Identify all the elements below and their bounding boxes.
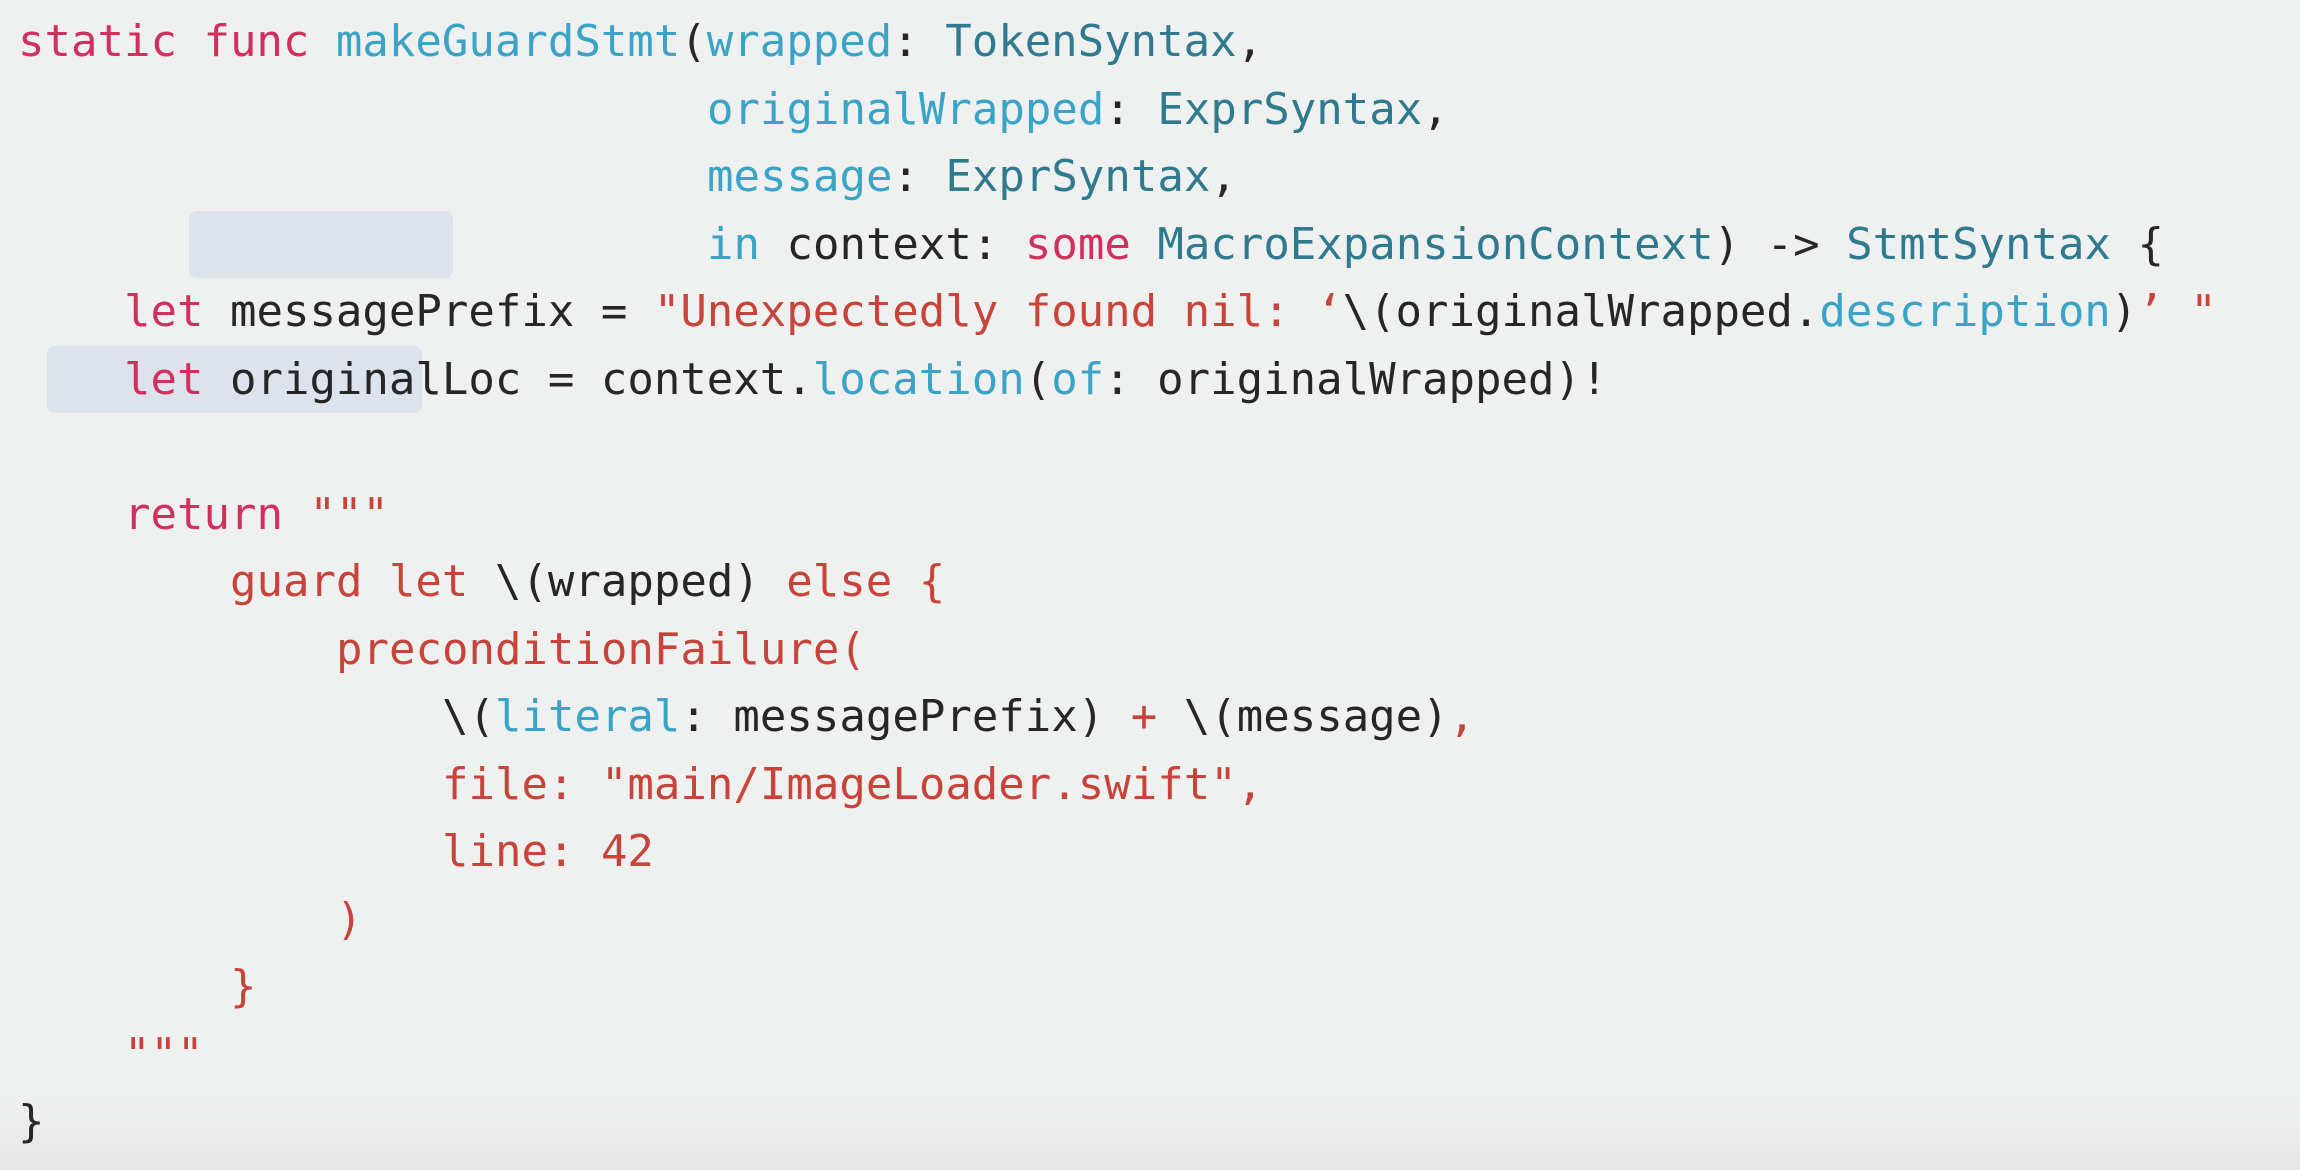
code-token-plain [177,16,204,67]
code-line[interactable]: line: 42 [442,818,654,886]
code-token-plain: : originalWrapped)! [1104,353,1608,405]
code-line[interactable]: } [230,953,257,1021]
code-token-string: file: "main/ImageLoader.swift", [442,758,1264,810]
code-token-plain: \(message) [1183,691,1449,742]
code-token-parameter: description [1819,286,2111,337]
code-token-keyword: static [18,16,177,67]
code-token-parameter: of [1051,353,1105,405]
code-token-parameter: wrapped [706,16,893,67]
code-token-keyword: some [1024,218,1131,270]
code-token-plain [283,489,310,540]
code-token-parameter: location [812,353,1025,405]
code-token-string: + [1104,691,1184,742]
code-token-plain [309,16,336,67]
code-line[interactable]: \(literal: messagePrefix) + \(message), [442,683,1475,751]
code-token-plain: , [1236,16,1264,67]
code-token-keyword: func [203,16,310,67]
code-token-plain: { [2111,218,2165,270]
code-token-plain: \( [442,691,495,742]
code-token-plain: : [892,16,946,67]
code-token-type: ExprSyntax [945,151,1211,202]
code-line[interactable]: return """ [124,481,389,549]
code-token-plain: ) [2110,286,2138,337]
code-token-string: """ [309,488,389,540]
code-line[interactable]: ) [336,886,363,954]
selection-highlight [188,210,453,278]
code-token-plain: ( [680,16,707,67]
code-token-string: line: 42 [442,826,654,877]
code-token-string: guard let [230,556,495,607]
selection-highlight [46,345,423,413]
code-token-plain: \(originalWrapped. [1342,286,1820,337]
code-token-plain: ) -> [1713,218,1847,270]
code-token-plain: : messagePrefix) [680,691,1105,742]
code-token-plain: : [1104,83,1158,135]
code-token-string: } [230,961,257,1012]
code-token-plain: , [1422,83,1449,135]
code-line[interactable]: originalWrapped: ExprSyntax, [707,76,1449,144]
code-token-type: StmtSyntax [1846,218,2112,270]
code-token-plain: , [1210,151,1237,202]
code-line[interactable]: } [18,1088,45,1156]
code-token-parameter: makeGuardStmt [335,16,681,67]
code-token-string: "Unexpectedly found nil: ‘ [653,286,1343,337]
code-line[interactable]: """ [124,1021,203,1089]
code-token-plain: messagePrefix = [203,286,654,337]
code-token-parameter: message [707,151,893,202]
code-token-keyword: return [124,488,283,540]
code-line[interactable]: static func makeGuardStmt(wrapped: Token… [18,8,1263,76]
code-token-string: """ [124,1028,204,1080]
code-line[interactable]: let originalLoc = context.location(of: o… [124,346,1608,414]
code-token-string: ) [336,893,363,945]
code-line[interactable]: guard let \(wrapped) else { [230,548,945,616]
code-token-plain [1131,219,1158,270]
code-token-plain: } [18,1096,45,1147]
code-token-string: ’ " [2137,286,2217,337]
code-line[interactable]: file: "main/ImageLoader.swift", [442,751,1263,819]
code-token-type: ExprSyntax [1157,83,1423,135]
code-token-type: TokenSyntax [945,16,1237,67]
code-token-parameter: in [707,218,760,270]
code-token-type: MacroExpansionContext [1157,218,1714,270]
code-token-string: else { [759,556,946,607]
code-token-string: , [1448,691,1476,742]
code-token-parameter: literal [494,691,681,742]
code-token-keyword: let [124,353,204,405]
code-token-plain: : [892,151,946,202]
code-line[interactable]: preconditionFailure( [336,616,866,684]
code-token-parameter: originalWrapped [707,83,1105,135]
code-token-string: preconditionFailure( [336,623,866,675]
code-line[interactable]: in context: some MacroExpansionContext) … [707,211,2164,279]
code-token-plain: ( [1024,353,1052,405]
code-token-plain: \(wrapped) [494,556,760,607]
code-token-keyword: let [124,286,204,337]
code-line[interactable]: message: ExprSyntax, [707,143,1237,211]
code-line[interactable]: let messagePrefix = "Unexpectedly found … [124,278,2217,346]
code-token-plain: context: [759,218,1025,270]
code-token-plain: originalLoc = context. [203,353,813,405]
